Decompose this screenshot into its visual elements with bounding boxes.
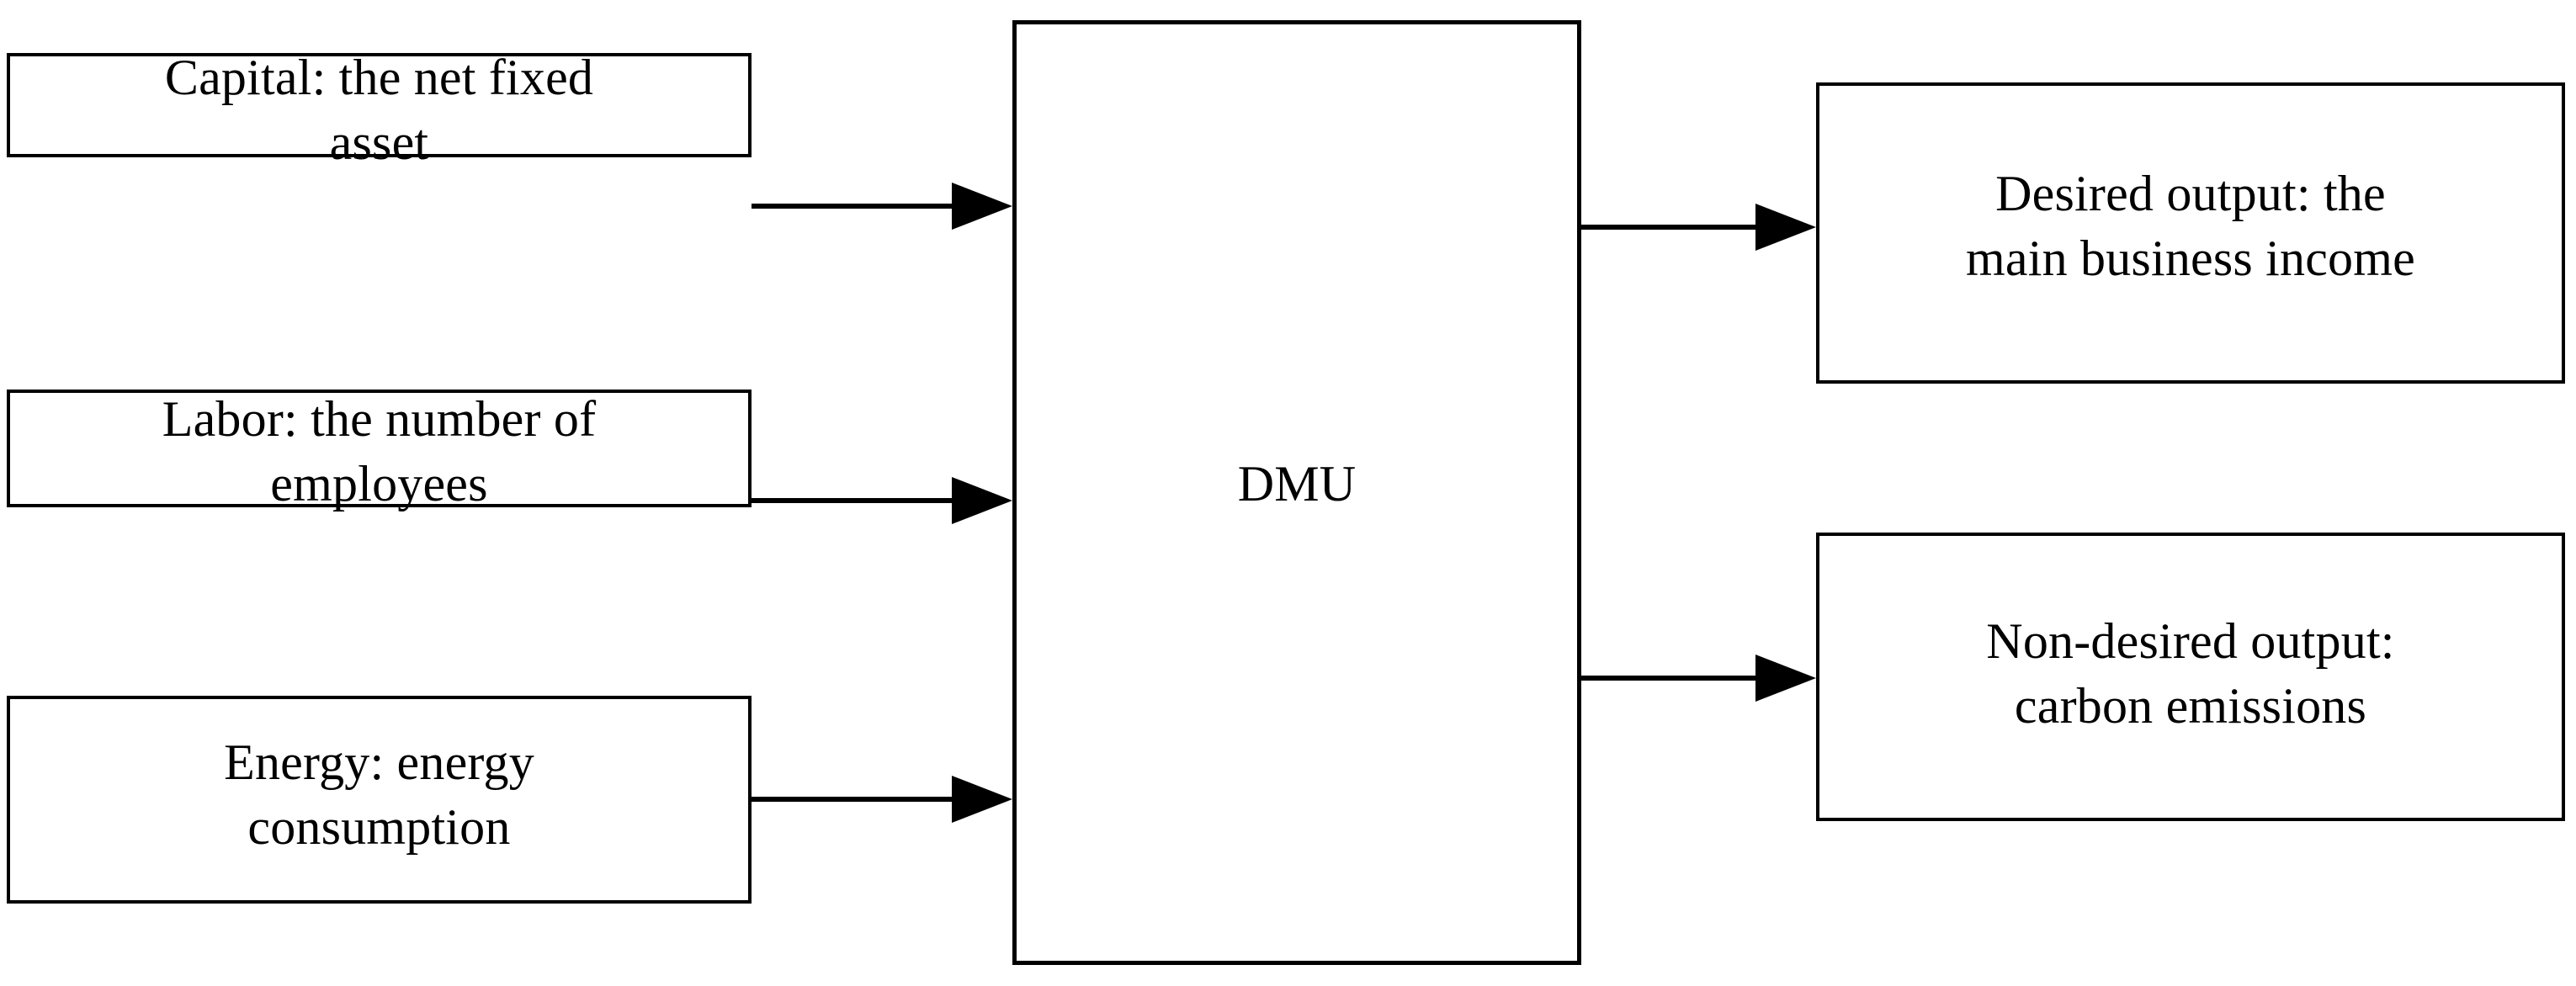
input-node-labor[interactable]: Labor: the number of employees [7, 390, 752, 512]
output-node-non-desired[interactable]: Non-desired output: carbon emissions [1816, 533, 2565, 821]
arrow-shaft [752, 498, 953, 503]
input-node-energy[interactable]: Energy: energy consumption [7, 696, 752, 904]
arrow-shaft [752, 204, 953, 209]
arrow-shaft [1581, 225, 1758, 230]
input-node-capital-label: Capital: the net fixed asset [164, 50, 594, 170]
output-node-desired-label: Desired output: the main business income [1966, 166, 2415, 286]
arrow-shaft [1581, 676, 1758, 681]
process-node-dmu-label: DMU [1237, 456, 1357, 512]
arrowhead-right-icon [952, 183, 1012, 230]
output-node-desired[interactable]: Desired output: the main business income [1816, 82, 2565, 384]
arrowhead-right-icon [952, 776, 1012, 823]
output-node-non-desired-label: Non-desired output: carbon emissions [1986, 612, 2395, 734]
arrowhead-right-icon [1755, 655, 1816, 702]
arrowhead-right-icon [1755, 204, 1816, 251]
arrowhead-right-icon [952, 477, 1012, 524]
arrow-shaft [752, 797, 953, 802]
input-node-labor-label: Labor: the number of employees [162, 391, 597, 512]
input-node-capital[interactable]: Capital: the net fixed asset [7, 50, 752, 170]
process-node-dmu[interactable]: DMU [1012, 20, 1581, 965]
input-node-energy-label: Energy: energy consumption [224, 734, 534, 855]
